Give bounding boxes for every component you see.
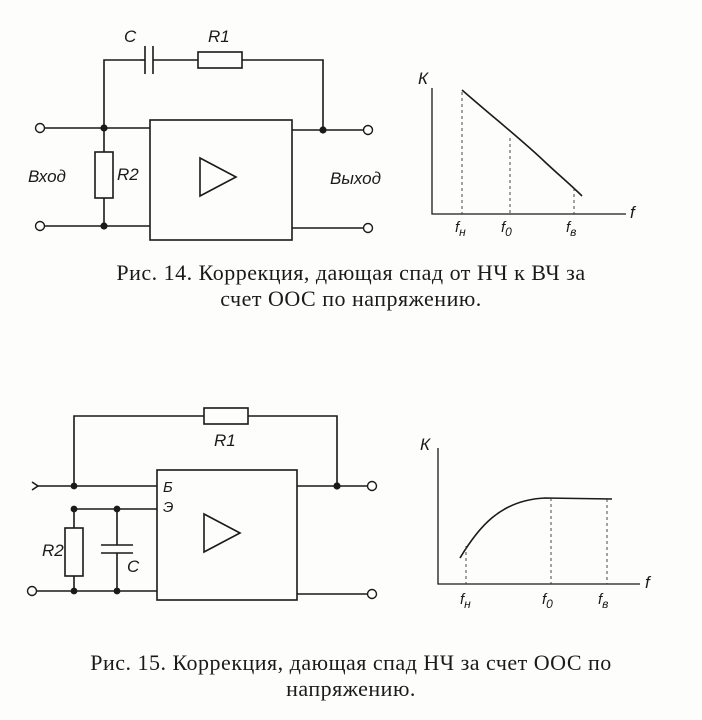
fig14-graph-x-label: f <box>630 203 637 222</box>
fig15-tick-fn: fн <box>460 591 471 611</box>
fig14-label-r2: R2 <box>117 165 139 184</box>
fig15-amplifier-box <box>156 469 298 601</box>
fig15-feedback-wire-left <box>73 415 204 486</box>
fig14-feedback-wire-left <box>103 59 140 128</box>
fig15-output-terminal-top <box>366 480 378 492</box>
fig14-label-r1: R1 <box>208 27 230 46</box>
fig15-caption: Рис. 15. Коррекция, дающая спад НЧ за сч… <box>10 650 692 702</box>
fig14-tick-fv: fв <box>566 219 576 239</box>
fig14-capacitor-c <box>140 46 198 74</box>
fig15-output-terminal-bottom <box>366 588 378 600</box>
fig15-amplifier-triangle-icon <box>203 512 242 554</box>
fig14-response-curve <box>461 89 583 197</box>
figure-15-diagram: R1 R2 C Б Э К f fн f0 fв <box>26 407 652 611</box>
fig14-input-terminal-top <box>34 122 46 134</box>
fig15-label-r1: R1 <box>214 431 236 450</box>
fig14-resistor-r1 <box>197 51 243 69</box>
fig14-input-terminal-bottom <box>34 220 46 232</box>
fig14-junction-dot <box>100 124 108 132</box>
fig14-tick-f0: f0 <box>501 219 512 239</box>
fig14-graph-axes <box>431 88 626 215</box>
fig15-label-base: Б <box>163 479 173 496</box>
fig14-caption: Рис. 14. Коррекция, дающая спад от НЧ к … <box>10 260 692 312</box>
fig15-input-arrow-icon <box>31 481 40 491</box>
fig15-label-c: C <box>127 557 140 576</box>
fig15-circuit: R1 R2 C Б Э <box>26 407 378 601</box>
fig14-label-c: C <box>124 27 137 46</box>
fig15-resistor-r1 <box>203 407 249 425</box>
fig15-feedback-wire-right <box>248 415 338 486</box>
fig15-input-terminal-bottom <box>26 585 38 597</box>
fig15-junction-dot <box>70 587 78 595</box>
fig15-graph-y-label: К <box>420 435 431 454</box>
fig15-caption-line2: напряжению. <box>286 676 416 701</box>
fig15-junction-dot <box>70 482 78 490</box>
fig14-response-graph: К f fн f0 fв <box>418 69 637 239</box>
fig15-junction-dot <box>113 587 121 595</box>
fig15-label-emitter: Э <box>163 499 173 516</box>
fig14-resistor-r2 <box>94 151 114 199</box>
fig14-amplifier-box <box>149 119 293 241</box>
fig15-capacitor-c <box>101 509 133 591</box>
fig14-junction-dot <box>319 126 327 134</box>
fig14-feedback-wire-right <box>242 59 324 130</box>
fig15-graph-x-label: f <box>645 573 652 592</box>
fig15-label-r2: R2 <box>42 541 64 560</box>
fig15-response-curve <box>459 497 613 559</box>
fig14-tick-fn: fн <box>455 219 466 239</box>
fig14-label-output: Выход <box>330 169 381 188</box>
figure-14-diagram: C R1 R2 Вход Выход К f fн f0 fв <box>28 27 637 241</box>
fig14-junction-dot <box>100 222 108 230</box>
fig14-output-terminal-top <box>362 124 374 136</box>
fig15-tick-f0: f0 <box>542 591 553 611</box>
fig15-response-graph: К f fн f0 fв <box>420 435 652 611</box>
fig15-graph-axes <box>437 448 640 585</box>
fig15-resistor-r2 <box>64 527 84 577</box>
fig15-junction-dot <box>333 482 341 490</box>
fig14-label-input: Вход <box>28 167 66 186</box>
fig15-caption-line1: Рис. 15. Коррекция, дающая спад НЧ за сч… <box>90 650 612 675</box>
fig15-tick-fv: fв <box>598 591 608 611</box>
fig14-caption-line2: счет ООС по напряжению. <box>220 286 482 311</box>
fig14-graph-y-label: К <box>418 69 429 88</box>
fig14-amplifier-triangle-icon <box>199 156 238 198</box>
fig14-caption-line1: Рис. 14. Коррекция, дающая спад от НЧ к … <box>116 260 586 285</box>
fig14-output-terminal-bottom <box>362 222 374 234</box>
fig14-circuit: C R1 R2 Вход Выход <box>28 27 381 241</box>
